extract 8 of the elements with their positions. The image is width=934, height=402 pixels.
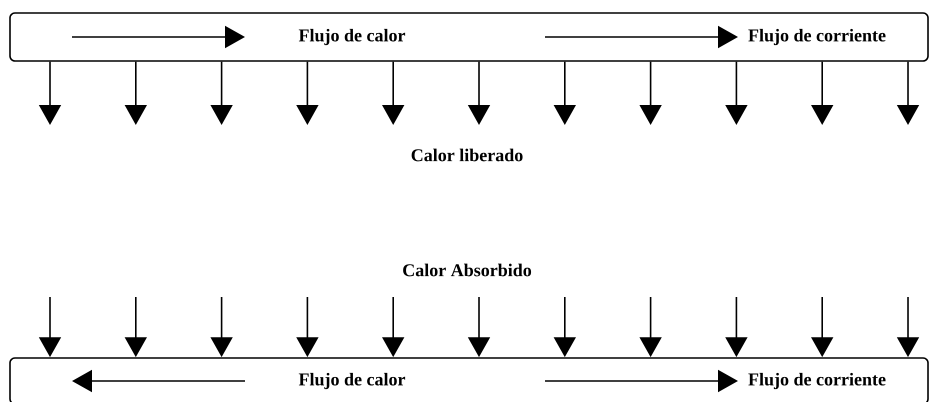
pipe-label: Flujo de calor <box>298 372 406 390</box>
heat-label: Calor liberado <box>412 148 523 162</box>
heat-label: Calor Absorbido <box>403 264 532 276</box>
pipe-label: Flujo de calor <box>298 28 406 46</box>
pipe-label: Flujo de corriente <box>748 372 886 390</box>
pipe <box>9 357 929 402</box>
pipe <box>9 12 929 62</box>
pipe-label: Flujo de corriente <box>748 28 886 46</box>
